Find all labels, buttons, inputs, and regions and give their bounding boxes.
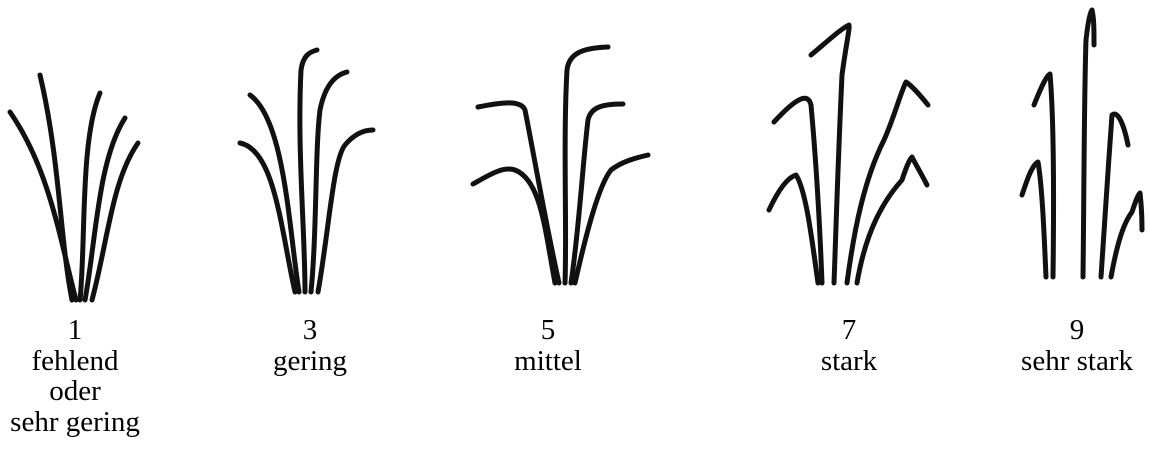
scale-caption-1: 1 fehlend oder sehr gering [0, 315, 190, 437]
stem [311, 72, 347, 292]
scale-value-9: 9 [962, 315, 1150, 346]
scale-label-7-line-1: stark [734, 346, 964, 377]
scale-value-3: 3 [195, 315, 425, 346]
stem [1111, 193, 1142, 277]
scale-caption-3: 3 gering [195, 315, 425, 376]
plant-drawing-7 [734, 0, 964, 310]
scale-label-3-line-1: gering [195, 346, 425, 377]
plant-drawing-5 [433, 0, 663, 310]
scale-item-9: 9 sehr stark [962, 0, 1150, 466]
scale-value-5: 5 [433, 315, 663, 346]
scale-item-5: 5 mittel [433, 0, 663, 466]
stem [92, 143, 138, 300]
scale-item-3: 3 gering [195, 0, 425, 466]
plant-drawing-1 [0, 0, 190, 310]
scale-caption-7: 7 stark [734, 315, 964, 376]
scale-label-1-line-3: sehr gering [0, 407, 190, 438]
stem [769, 175, 818, 283]
stem [1083, 10, 1094, 277]
scale-item-7: 7 stark [734, 0, 964, 466]
stem [1022, 162, 1046, 277]
scale-item-1: 1 fehlend oder sehr gering [0, 0, 190, 466]
stem [240, 143, 295, 292]
scale-value-1: 1 [0, 315, 190, 346]
plant-drawing-9 [962, 0, 1150, 310]
stem [478, 103, 559, 283]
stem [565, 47, 608, 283]
scale-label-1-line-1: fehlend [0, 346, 190, 377]
scale-caption-9: 9 sehr stark [962, 315, 1150, 376]
scale-label-9-line-1: sehr stark [962, 346, 1150, 377]
plant-drawing-3 [195, 0, 425, 310]
stem [575, 155, 648, 283]
scale-label-5-line-1: mittel [433, 346, 663, 377]
scale-label-1-line-2: oder [0, 376, 190, 407]
stem [85, 118, 125, 300]
stem [318, 130, 373, 292]
stem [847, 82, 928, 283]
scale-caption-5: 5 mittel [433, 315, 663, 376]
scale-value-7: 7 [734, 315, 964, 346]
stem [473, 169, 555, 283]
